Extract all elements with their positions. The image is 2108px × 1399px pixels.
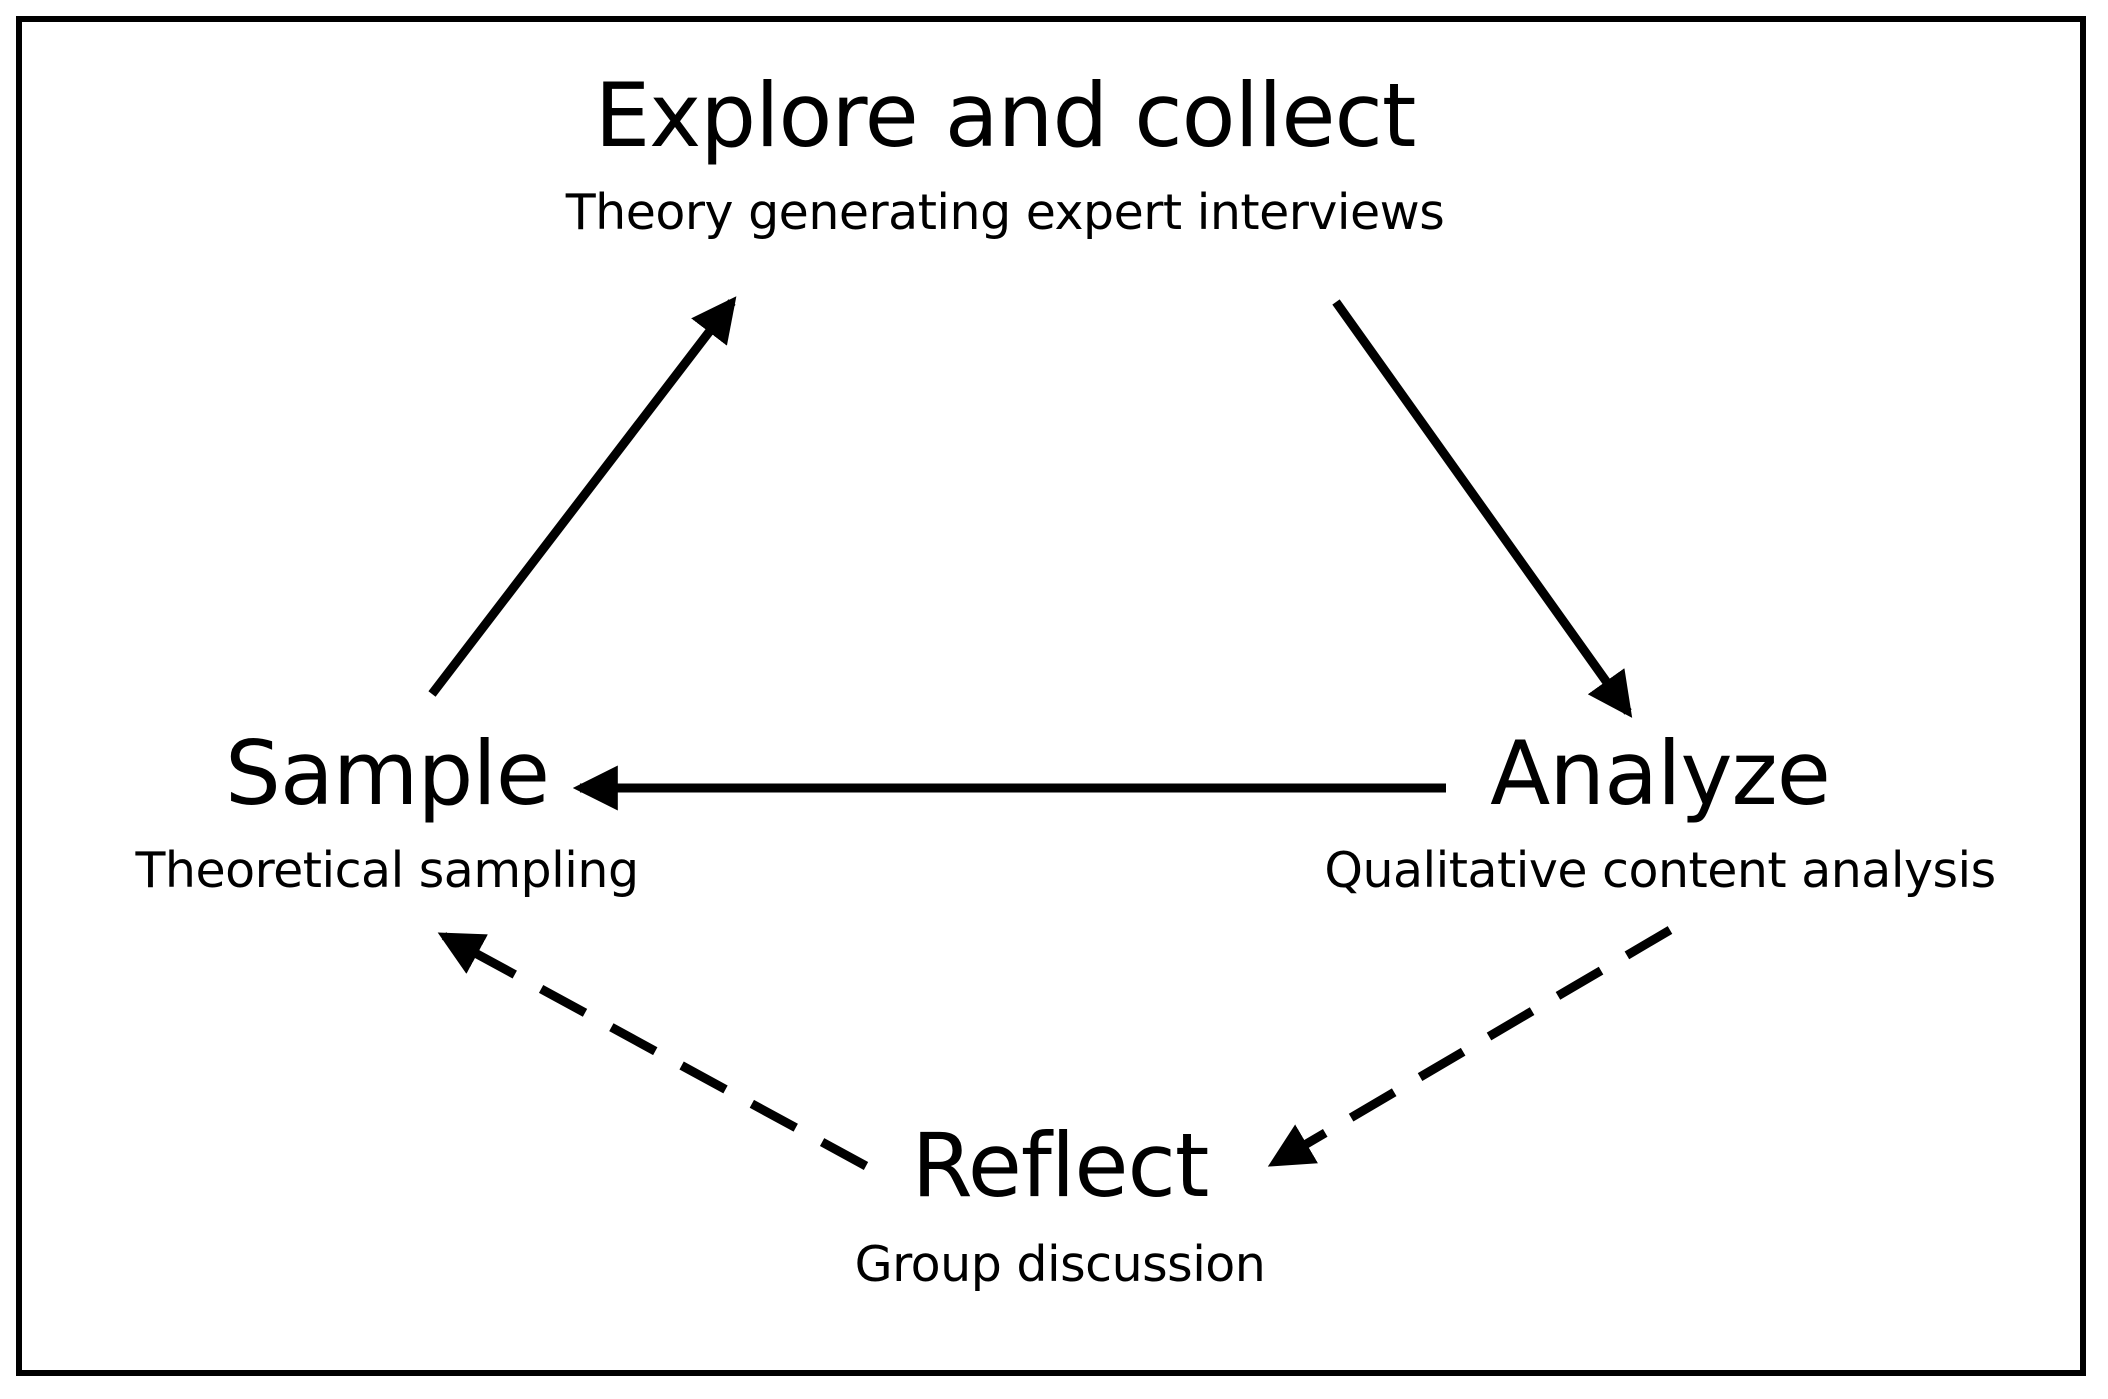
node-title: Sample [225,722,550,825]
node-sample: Sample Theoretical sampling [92,722,682,899]
node-title: Analyze [1490,722,1831,825]
node-title: Reflect [911,1114,1210,1217]
node-analyze: Analyze Qualitative content analysis [1260,722,2060,899]
arrow-reflect-to-sample [437,932,869,1170]
node-title: Explore and collect [594,64,1417,167]
node-explore-and-collect: Explore and collect Theory generating ex… [540,64,1470,241]
node-subtitle: Theoretical sampling [135,842,639,899]
node-subtitle: Qualitative content analysis [1324,842,1996,899]
arrow-analyze-to-reflect [1267,926,1673,1167]
arrow-explore-to-analyze [1332,299,1633,718]
node-subtitle: Group discussion [854,1236,1266,1293]
node-reflect: Reflect Group discussion [820,1114,1300,1293]
arrow-sample-to-explore [428,296,737,697]
node-subtitle: Theory generating expert interviews [565,184,1445,241]
diagram-frame [16,16,2086,1376]
